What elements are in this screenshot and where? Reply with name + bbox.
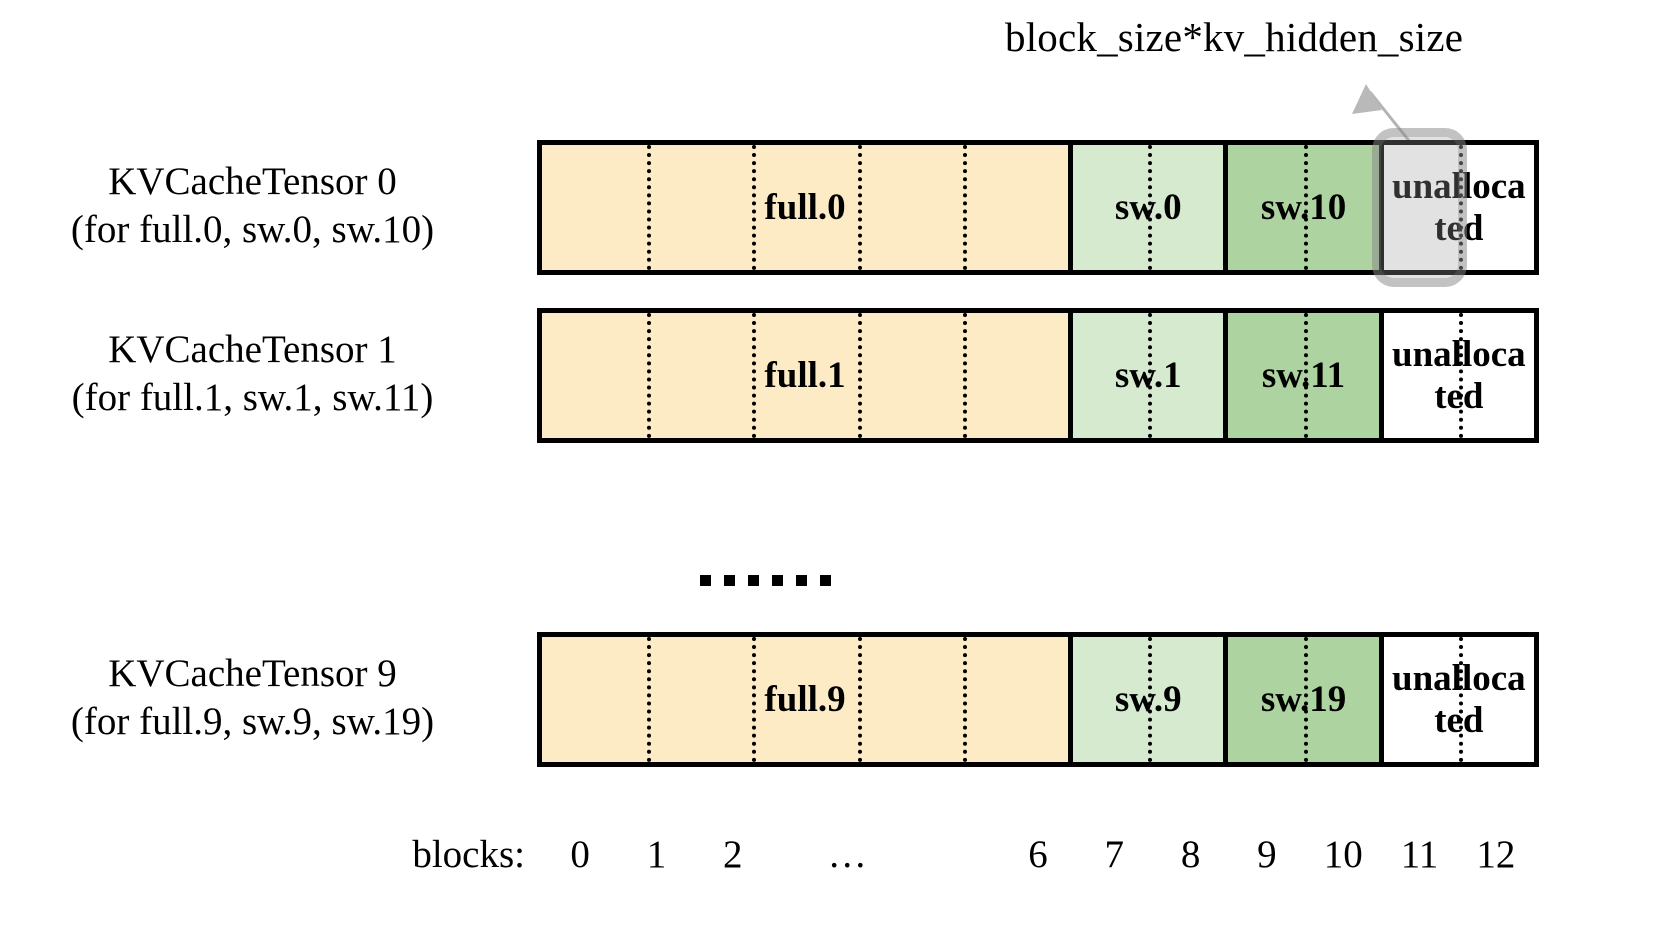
tensor-row: full.9 sw.9 sw.19 unallocated	[537, 632, 1539, 767]
axis-tick: 7	[1104, 833, 1125, 876]
tensor-row: full.1 sw.1 sw.11 unallocated	[537, 308, 1539, 443]
ellipsis-dot	[700, 575, 711, 586]
tensor-segment-unallocated: unallocated	[1378, 145, 1535, 270]
tensor-segment-full: full.0	[542, 145, 1069, 270]
tensor-segment-unallocated: unallocated	[1378, 313, 1535, 438]
axis-tick: 9	[1257, 833, 1277, 876]
axis-tick: 10	[1323, 833, 1363, 876]
axis-tick: 8	[1180, 833, 1201, 876]
tensor-segment-sw-light: sw.1	[1068, 313, 1224, 438]
tensor-segment-label: unallocated	[1392, 166, 1526, 249]
tensor-row-label: KVCacheTensor 9(for full.9, sw.9, sw.19)	[0, 650, 505, 745]
tensor-segment-unallocated: unallocated	[1378, 637, 1535, 762]
tensor-row-label-line1: KVCacheTensor 9	[108, 652, 397, 695]
ellipsis-dot	[820, 575, 831, 586]
tensor-segment-label: sw.1	[1114, 354, 1182, 396]
tensor-segment-sw-dark: sw.11	[1223, 313, 1379, 438]
axis-tick: 1	[646, 833, 667, 876]
annotation-label: block_size*kv_hidden_size	[1005, 14, 1464, 60]
tensor-segment-full: full.9	[542, 637, 1069, 762]
tensor-segment-label: sw.19	[1260, 678, 1347, 720]
axis-title: blocks:	[412, 833, 525, 876]
tensor-segment-label: full.0	[764, 186, 846, 228]
tensor-row: full.0 sw.0 sw.10 unallocated	[537, 140, 1539, 275]
tensor-row-label: KVCacheTensor 1(for full.1, sw.1, sw.11)	[0, 326, 505, 421]
axis-tick: 2	[723, 833, 743, 876]
tensor-row-label: KVCacheTensor 0(for full.0, sw.0, sw.10)	[0, 158, 505, 253]
ellipsis-dot	[796, 575, 807, 586]
tensor-segment-label: sw.10	[1260, 186, 1347, 228]
tensor-segment-sw-dark: sw.19	[1223, 637, 1379, 762]
tensor-segment-label: sw.0	[1114, 186, 1182, 228]
tensor-segment-label: unallocated	[1392, 658, 1526, 741]
ellipsis-dot	[748, 575, 759, 586]
tensor-segment-label: sw.9	[1114, 678, 1182, 720]
tensor-segment-full: full.1	[542, 313, 1069, 438]
axis-tick: …	[827, 833, 867, 876]
axis-tick: 6	[1028, 833, 1048, 876]
tensor-segment-label: sw.11	[1261, 354, 1346, 396]
tensor-segment-sw-dark: sw.10	[1223, 145, 1379, 270]
axis-tick: 11	[1400, 833, 1439, 876]
tensor-segment-sw-light: sw.9	[1068, 637, 1224, 762]
tensor-row-label-line1: KVCacheTensor 1	[108, 328, 397, 371]
tensor-segment-label: full.1	[764, 354, 846, 396]
ellipsis-dots	[700, 575, 831, 586]
ellipsis-dot	[724, 575, 735, 586]
tensor-segment-label: full.9	[764, 678, 846, 720]
tensor-row-label-line2: (for full.9, sw.9, sw.19)	[70, 699, 435, 743]
tensor-row-label-line2: (for full.1, sw.1, sw.11)	[71, 375, 434, 419]
tensor-segment-label: unallocated	[1392, 334, 1526, 417]
tensor-row-label-line2: (for full.0, sw.0, sw.10)	[70, 207, 435, 251]
axis-tick: 12	[1476, 833, 1516, 876]
axis-tick: 0	[570, 833, 590, 876]
tensor-segment-sw-light: sw.0	[1068, 145, 1224, 270]
tensor-row-label-line1: KVCacheTensor 0	[108, 160, 397, 203]
ellipsis-dot	[772, 575, 783, 586]
